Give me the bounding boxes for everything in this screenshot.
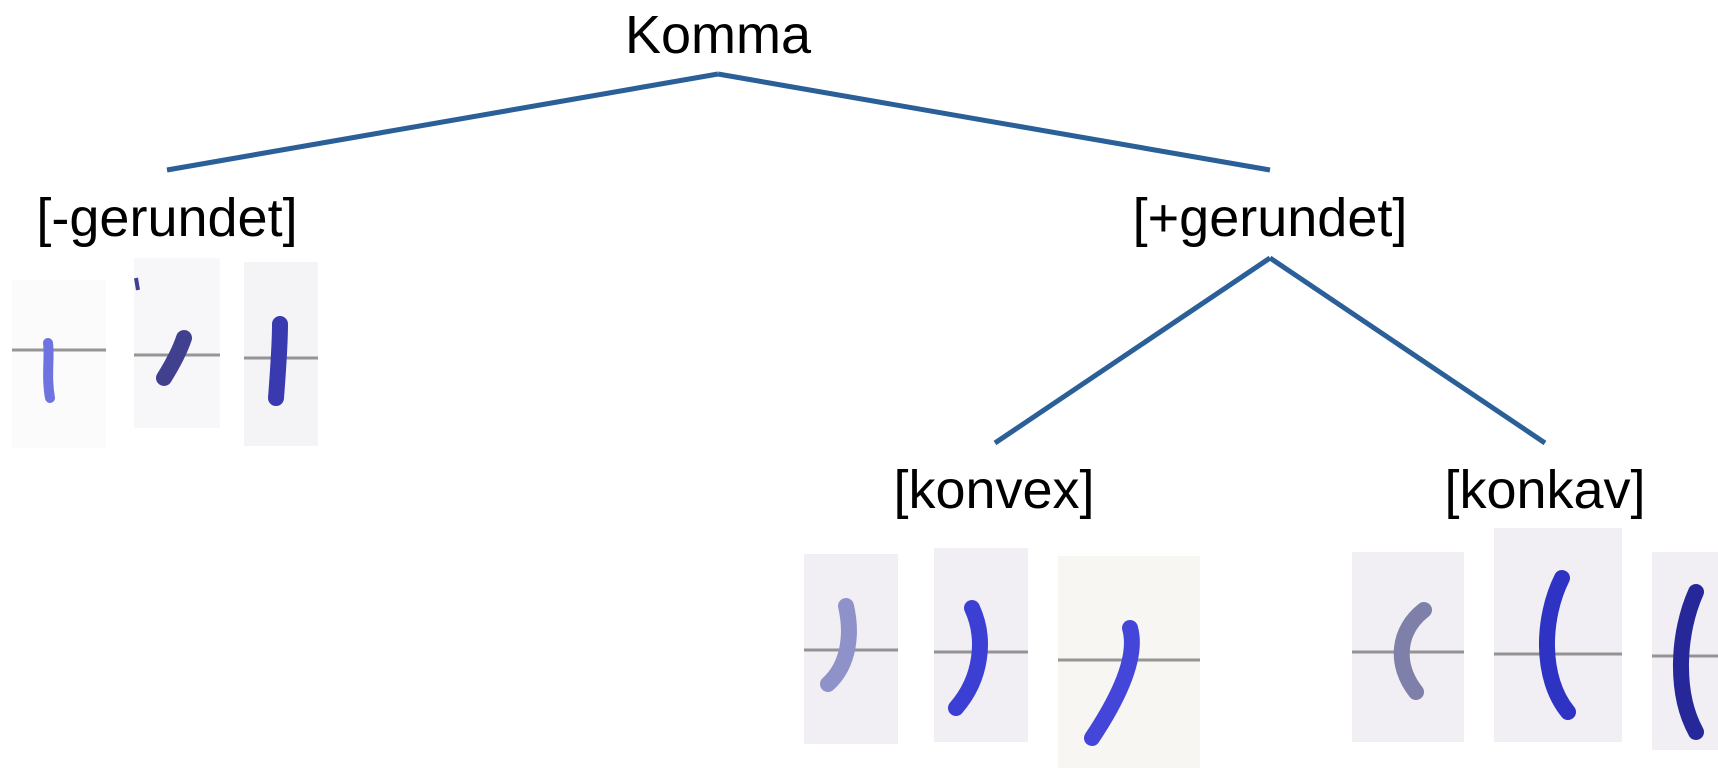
branch-root-left: [166, 71, 719, 173]
node-komma: Komma: [624, 5, 812, 65]
node-rounded: [+gerundet]: [1132, 188, 1408, 248]
branch-root-right: [717, 71, 1271, 173]
sample-concave-3: [1652, 552, 1718, 750]
sample-concave-1: [1352, 552, 1464, 742]
branch-rounded-concave: [1268, 255, 1547, 446]
sample-unrounded-1: [12, 280, 106, 448]
sample-unrounded-3: [244, 262, 318, 446]
sample-concave-2: [1494, 528, 1622, 742]
node-concave: [konkav]: [1444, 460, 1646, 520]
node-convex: [konvex]: [893, 460, 1095, 520]
sample-convex-3: [1058, 556, 1200, 768]
node-unrounded: [-gerundet]: [36, 188, 298, 248]
branch-rounded-convex: [993, 255, 1272, 446]
sample-convex-1: [804, 554, 898, 744]
sample-unrounded-2: [134, 258, 220, 428]
sample-convex-2: [934, 548, 1028, 742]
